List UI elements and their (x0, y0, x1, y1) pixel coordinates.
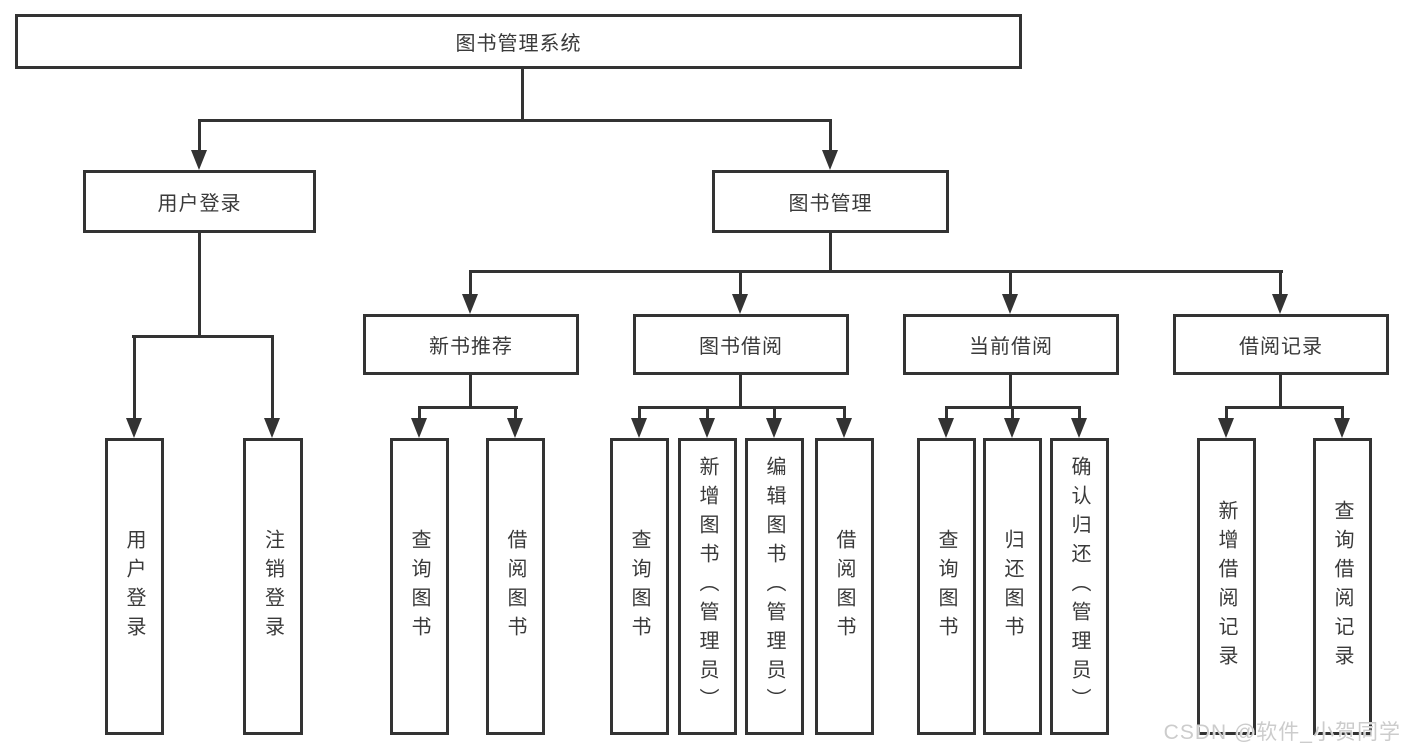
leaf-query-book: 查询图书 (917, 438, 976, 735)
leaf-add-borrow-record: 新增借阅记录 (1197, 438, 1256, 735)
node-current-borrow-label: 当前借阅 (969, 336, 1053, 358)
leaf-logout-label: 注销登录 (261, 528, 284, 645)
connector-g3-trunk (1009, 374, 1012, 409)
connector-user-rail (132, 335, 274, 338)
arrowhead-book-management (822, 150, 838, 170)
connector-g2-stem-2 (773, 406, 776, 420)
connector-g3-stem-1 (1011, 406, 1014, 420)
arrowhead-g2-0 (631, 418, 647, 438)
arrowhead-borrow-records (1272, 294, 1288, 314)
arrowhead-g3-2 (1071, 418, 1087, 438)
connector-level3-rail (469, 270, 1283, 273)
node-root: 图书管理系统 (15, 14, 1022, 69)
node-borrow-records: 借阅记录 (1173, 314, 1389, 375)
arrowhead-user-login (191, 150, 207, 170)
connector-g2-stem-3 (843, 406, 846, 420)
connector-g4-stem-1 (1341, 406, 1344, 420)
connector-stem-leaf-logout (271, 335, 274, 420)
connector-root-trunk (521, 67, 524, 121)
arrowhead-g2-1 (699, 418, 715, 438)
leaf-query-book: 查询图书 (390, 438, 449, 735)
node-new-book-recommend: 新书推荐 (363, 314, 579, 375)
connector-g1-stem-0 (418, 406, 421, 420)
leaf-borrow-book: 借阅图书 (486, 438, 545, 735)
connector-g1-trunk (469, 374, 472, 409)
connector-book-trunk (829, 232, 832, 272)
connector-g3-stem-2 (1078, 406, 1081, 420)
leaf-query-book-label: 查询图书 (628, 528, 650, 645)
arrowhead-leaf-user-login (126, 418, 142, 438)
arrowhead-g1-0 (411, 418, 427, 438)
csdn-watermark: CSDN @软件_小贺同学 (1163, 721, 1401, 744)
connector-g4-stem-0 (1225, 406, 1228, 420)
connector-stem-book-borrow (739, 270, 742, 296)
node-book-borrow-label: 图书借阅 (699, 336, 783, 358)
connector-g1-stem-1 (514, 406, 517, 420)
connector-stem-borrow-records (1279, 270, 1282, 296)
connector-stem-leaf-user-login (133, 335, 136, 420)
leaf-confirm-return-admin-label: 确认归还（管理员） (1068, 456, 1090, 717)
arrowhead-g3-0 (938, 418, 954, 438)
leaf-add-borrow-record-label: 新增借阅记录 (1215, 499, 1237, 674)
connector-stem-user-login (198, 119, 201, 152)
leaf-return-book: 归还图书 (983, 438, 1042, 735)
arrowhead-g2-3 (836, 418, 852, 438)
arrowhead-g1-1 (507, 418, 523, 438)
leaf-query-book: 查询图书 (610, 438, 669, 735)
leaf-borrow-book-label: 借阅图书 (833, 528, 855, 645)
leaf-add-book-admin-label: 新增图书（管理员） (696, 456, 718, 717)
leaf-user-login: 用户登录 (105, 438, 164, 735)
connector-g2-rail (638, 406, 846, 409)
leaf-logout: 注销登录 (243, 438, 303, 735)
node-root-label: 图书管理系统 (455, 33, 582, 55)
leaf-borrow-book-label: 借阅图书 (504, 528, 526, 645)
node-book-management-label: 图书管理 (788, 193, 873, 215)
leaf-query-borrow-record-label: 查询借阅记录 (1331, 499, 1353, 674)
connector-g4-rail (1225, 406, 1344, 409)
leaf-confirm-return-admin: 确认归还（管理员） (1050, 438, 1109, 735)
connector-g1-rail (418, 406, 518, 409)
arrowhead-book-borrow (732, 294, 748, 314)
connector-g2-trunk (739, 374, 742, 409)
leaf-add-book-admin: 新增图书（管理员） (678, 438, 737, 735)
connector-g4-trunk (1279, 374, 1282, 409)
node-user-login-label: 用户登录 (157, 193, 242, 215)
arrowhead-g4-1 (1334, 418, 1350, 438)
leaf-edit-book-admin: 编辑图书（管理员） (745, 438, 804, 735)
arrowhead-g3-1 (1004, 418, 1020, 438)
connector-stem-new-book (469, 270, 472, 296)
node-user-login: 用户登录 (83, 170, 316, 233)
node-current-borrow: 当前借阅 (903, 314, 1119, 375)
connector-level2-rail (198, 119, 832, 122)
node-borrow-records-label: 借阅记录 (1239, 336, 1323, 358)
leaf-user-login-label: 用户登录 (123, 528, 145, 645)
leaf-query-borrow-record: 查询借阅记录 (1313, 438, 1372, 735)
arrowhead-current-borrow (1002, 294, 1018, 314)
leaf-return-book-label: 归还图书 (1001, 528, 1023, 645)
connector-g3-stem-0 (945, 406, 948, 420)
leaf-query-book-label: 查询图书 (935, 528, 957, 645)
node-book-borrow: 图书借阅 (633, 314, 849, 375)
connector-user-trunk (198, 232, 201, 338)
leaf-edit-book-admin-label: 编辑图书（管理员） (763, 456, 785, 717)
arrowhead-new-book (462, 294, 478, 314)
connector-g2-stem-0 (638, 406, 641, 420)
connector-stem-book-management (829, 119, 832, 152)
leaf-borrow-book: 借阅图书 (815, 438, 874, 735)
arrowhead-leaf-logout (264, 418, 280, 438)
node-new-book-recommend-label: 新书推荐 (429, 336, 513, 358)
arrowhead-g4-0 (1218, 418, 1234, 438)
connector-stem-current-borrow (1009, 270, 1012, 296)
node-book-management: 图书管理 (712, 170, 949, 233)
arrowhead-g2-2 (766, 418, 782, 438)
connector-g2-stem-1 (706, 406, 709, 420)
leaf-query-book-label: 查询图书 (408, 528, 430, 645)
